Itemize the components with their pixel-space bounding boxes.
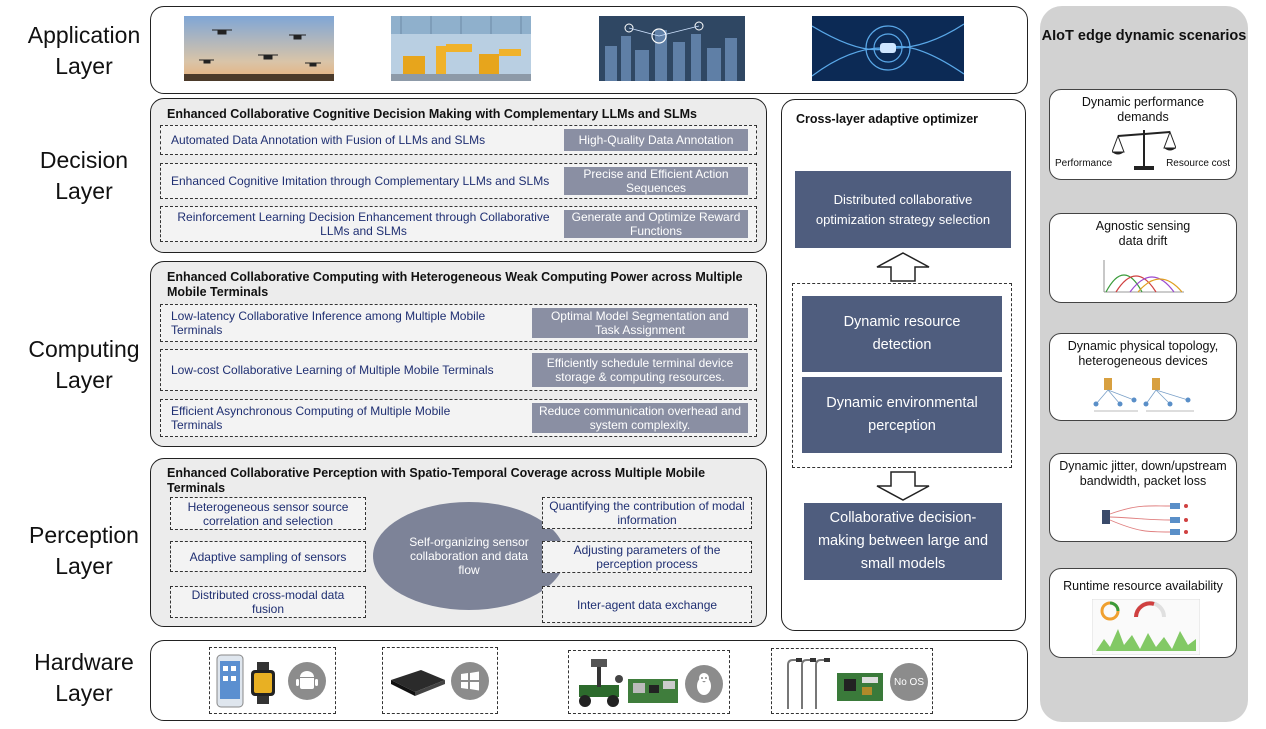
perception-right-item: Inter-agent data exchange (542, 586, 752, 623)
perception-right-item: Adjusting parameters of the perception p… (542, 541, 752, 573)
detection-group (792, 283, 1012, 468)
computing-row-box: Optimal Model Segmentation and Task Assi… (532, 308, 748, 338)
perception-title: Enhanced Collaborative Perception with S… (167, 466, 706, 495)
smart-city-image (599, 16, 745, 81)
robot-board-group (568, 650, 730, 714)
decision-row-box: Generate and Optimize Reward Functions (564, 210, 748, 238)
computing-row-box: Efficiently schedule terminal device sto… (532, 353, 748, 387)
perception-right-item: Quantifying the contribution of modal in… (542, 497, 752, 529)
computing-row-inference: Low-latency Collaborative Inference amon… (160, 304, 757, 342)
scenario-card-topology: Dynamic physical topology, heterogeneous… (1049, 333, 1237, 421)
optimizer-title: Cross-layer adaptive optimizer (796, 112, 979, 126)
scenario-card-performance: Dynamic performance demands Performance … (1049, 89, 1237, 180)
distribution-curves-icon (1103, 260, 1184, 293)
performance-label: Performance (1055, 158, 1113, 169)
scenario-card-title: Agnostic sensing data drift (1095, 219, 1191, 248)
factory-robots-image (391, 16, 531, 81)
balance-scale-icon (1112, 130, 1176, 170)
decision-row-text: Automated Data Annotation with Fusion of… (171, 133, 486, 147)
perception-left-item: Adaptive sampling of sensors (170, 541, 366, 572)
computing-row-text: Low-cost Collaborative Learning of Multi… (171, 363, 494, 377)
scenario-card-runtime: Runtime resource availability (1049, 568, 1237, 658)
mobile-devices-group (209, 647, 336, 714)
scenario-card-title: Dynamic physical topology, heterogeneous… (1067, 339, 1219, 368)
decision-row-box: Precise and Efficient Action Sequences (564, 167, 748, 195)
raspberry-pi-board-icon (628, 679, 678, 703)
scenario-card-data-drift: Agnostic sensing data drift (1049, 213, 1237, 303)
no-os-badge: No OS (890, 663, 928, 701)
scenario-card-title: Dynamic jitter, down/upstream bandwidth,… (1059, 459, 1227, 488)
computing-row-box: Reduce communication overhead and system… (532, 403, 748, 433)
decision-title: Enhanced Collaborative Cognitive Decisio… (167, 107, 697, 121)
decision-row-imitation: Enhanced Cognitive Imitation through Com… (160, 163, 757, 199)
scenario-card-title: Runtime resource availability (1063, 579, 1223, 593)
perception-left-item: Distributed cross-modal data fusion (170, 586, 366, 618)
smartphone-icon (216, 654, 244, 708)
environmental-perception-box: Dynamic environmental perception (802, 377, 1002, 453)
tv-box-icon (391, 670, 445, 696)
computing-row-learning: Low-cost Collaborative Learning of Multi… (160, 349, 757, 391)
tv-box-group (382, 647, 498, 714)
decision-row-box: High-Quality Data Annotation (564, 129, 748, 151)
scenario-card-title: Dynamic performance demands (1081, 95, 1205, 124)
microcontroller-board-icon (837, 673, 883, 701)
decision-row-text: Reinforcement Learning Decision Enhancem… (177, 210, 550, 238)
windows-icon (451, 662, 489, 700)
resource-dashboard-icon (1092, 599, 1200, 655)
scenarios-title: AIoT edge dynamic scenarios (1041, 28, 1247, 44)
robot-car-icon (579, 659, 623, 707)
perception-left-item: Heterogeneous sensor source correlation … (170, 497, 366, 530)
decision-row-text: Enhanced Cognitive Imitation through Com… (171, 174, 550, 188)
linux-icon (685, 665, 723, 703)
resource-detection-box: Dynamic resource detection (802, 296, 1002, 372)
self-organizing-ellipse: Self-organizing sensor collaboration and… (373, 502, 565, 610)
sensor-mcu-group: No OS (771, 648, 933, 714)
sensor-poles-icon (787, 658, 830, 709)
down-arrow-icon (876, 471, 930, 501)
smartwatch-icon (251, 662, 275, 704)
decision-row-reinforcement: Reinforcement Learning Decision Enhancem… (160, 206, 757, 242)
topology-diagram-icon (1093, 378, 1194, 412)
computing-title: Enhanced Collaborative Computing with He… (167, 270, 743, 299)
scenario-card-network: Dynamic jitter, down/upstream bandwidth,… (1049, 453, 1237, 542)
up-arrow-icon (876, 252, 930, 282)
computing-row-async: Efficient Asynchronous Computing of Mult… (160, 399, 757, 437)
strategy-selection-box: Distributed collaborative optimization s… (795, 171, 1011, 248)
drones-image (184, 16, 334, 81)
autonomous-vehicle-image (812, 16, 964, 81)
decision-row-annotation: Automated Data Annotation with Fusion of… (160, 125, 757, 155)
collaborative-decision-box: Collaborative decision-making between la… (804, 503, 1002, 580)
computing-row-text: Low-latency Collaborative Inference amon… (171, 309, 486, 337)
computing-row-text: Efficient Asynchronous Computing of Mult… (171, 404, 451, 432)
android-icon (288, 662, 326, 700)
resource-cost-label: Resource cost (1166, 158, 1230, 169)
network-links-icon (1102, 503, 1188, 535)
